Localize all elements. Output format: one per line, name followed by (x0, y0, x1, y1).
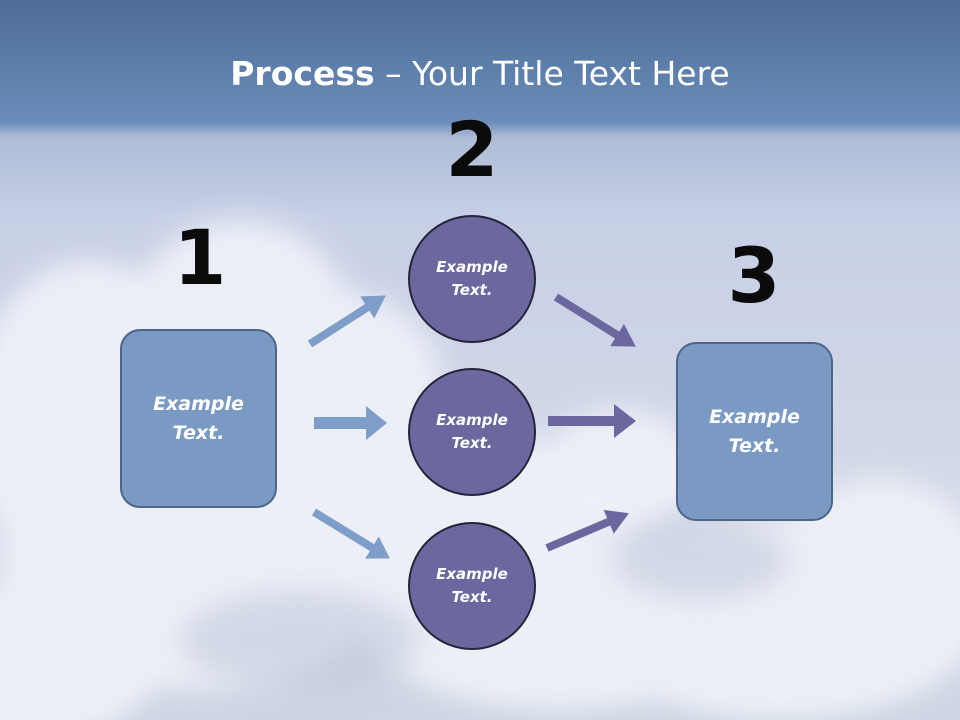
process-circle-top: Example Text. (408, 215, 536, 343)
left-box: Example Text. (120, 329, 277, 508)
step-number-2: 2 (445, 105, 499, 194)
process-circle-bottom: Example Text. (408, 522, 536, 650)
arrow-from-bottom-circle (545, 509, 629, 552)
step-number-3: 3 (727, 231, 781, 320)
arrow-to-middle-circle (314, 406, 387, 440)
title-bold: Process (230, 54, 375, 93)
right-box-text: Example Text. (709, 405, 800, 457)
circle-bottom-text: Example Text. (436, 565, 508, 606)
arrow-to-bottom-circle (311, 508, 390, 559)
left-box-text: Example Text. (153, 392, 244, 444)
right-box: Example Text. (676, 342, 833, 521)
step-number-1: 1 (173, 213, 227, 302)
title-rest: – Your Title Text Here (374, 54, 730, 93)
arrow-from-top-circle (553, 293, 636, 347)
process-circle-middle: Example Text. (408, 368, 536, 496)
arrow-from-middle-circle (548, 404, 636, 438)
circle-middle-text: Example Text. (436, 411, 508, 452)
circle-top-text: Example Text. (436, 258, 508, 299)
page-title: Process – Your Title Text Here (0, 52, 960, 96)
arrow-to-top-circle (307, 295, 386, 348)
